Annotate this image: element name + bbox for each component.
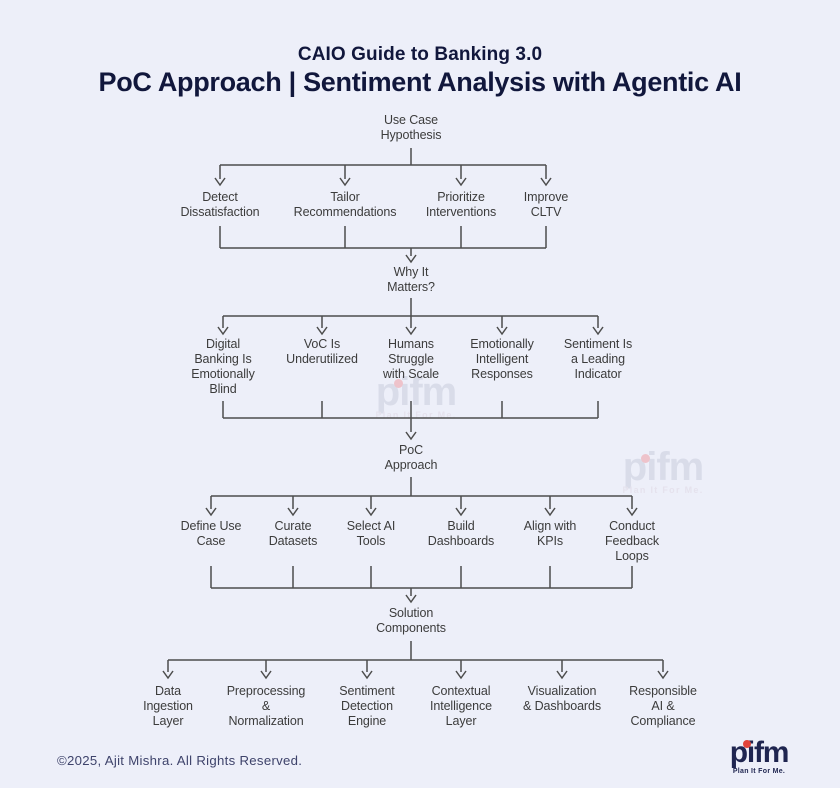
pifm-watermark: pifm Plan It For Me.	[370, 372, 462, 420]
copyright-text: ©2025, Ajit Mishra. All Rights Reserved.	[57, 753, 303, 768]
node-sentiment-detection-engine: Sentiment Detection Engine	[339, 684, 395, 728]
document-title: PoC Approach | Sentiment Analysis with A…	[98, 67, 742, 97]
connector-lines-level-2	[222, 298, 599, 432]
node-digital-banking-emotionally-blind: Digital Banking Is Emotionally Blind	[191, 337, 255, 396]
node-responsible-ai-compliance: Responsible AI & Compliance	[629, 684, 697, 728]
node-tailor-recommendations: Tailor Recommendations	[293, 190, 397, 219]
connector-arrowheads-level-4	[162, 670, 669, 680]
connector-lines-level-4	[167, 641, 664, 672]
pifm-logo: pifm Plan It For Me.	[726, 737, 792, 783]
node-emotionally-intelligent-responses: Emotionally Intelligent Responses	[470, 337, 534, 381]
node-visualization-dashboards: Visualization & Dashboards	[522, 684, 601, 713]
pifm-watermark: pifm Plan It For Me.	[617, 447, 709, 495]
connector-lines-level-3	[210, 477, 633, 596]
pifm-watermark-dot-icon	[641, 454, 650, 463]
node-sentiment-leading-indicator: Sentiment Is a Leading Indicator	[563, 337, 633, 381]
node-conduct-feedback-loops: Conduct Feedback Loops	[604, 519, 660, 563]
node-poc-approach: PoC Approach	[384, 443, 438, 472]
pifm-logo-text: pifm	[729, 736, 790, 769]
connector-arrowheads-level-2	[217, 326, 604, 441]
node-voc-underutilized: VoC Is Underutilized	[286, 337, 358, 366]
node-humans-struggle-with-scale: Humans Struggle with Scale	[383, 337, 439, 381]
connector-arrowheads-level-3	[205, 507, 638, 604]
node-why-it-matters: Why It Matters?	[387, 265, 435, 294]
node-preprocessing-normalization: Preprocessing & Normalization	[226, 684, 306, 728]
pifm-logo-dot-icon	[743, 740, 751, 748]
node-select-ai-tools: Select AI Tools	[346, 519, 396, 548]
pifm-watermark-tagline: Plan It For Me.	[375, 410, 457, 420]
node-improve-cltv: Improve CLTV	[523, 190, 569, 219]
node-prioritize-interventions: Prioritize Interventions	[425, 190, 497, 219]
node-detect-dissatisfaction: Detect Dissatisfaction	[180, 190, 260, 219]
node-define-use-case: Define Use Case	[180, 519, 242, 548]
node-curate-datasets: Curate Datasets	[268, 519, 318, 548]
document-subtitle: CAIO Guide to Banking 3.0	[297, 44, 543, 65]
node-align-with-kpis: Align with KPIs	[523, 519, 577, 548]
node-contextual-intelligence-layer: Contextual Intelligence Layer	[429, 684, 493, 728]
connector-lines-level-1	[219, 148, 547, 256]
pifm-watermark-text: pifm	[622, 445, 704, 489]
pifm-watermark-text: pifm	[375, 370, 457, 414]
node-solution-components: Solution Components	[376, 606, 446, 635]
connector-arrowheads-level-1	[214, 177, 552, 264]
pifm-logo-tagline: Plan It For Me.	[732, 768, 786, 775]
node-data-ingestion-layer: Data Ingestion Layer	[143, 684, 193, 728]
pifm-watermark-tagline: Plan It For Me.	[622, 485, 704, 495]
pifm-watermark-dot-icon	[394, 379, 403, 388]
node-use-case-hypothesis: Use Case Hypothesis	[380, 113, 442, 142]
node-build-dashboards: Build Dashboards	[427, 519, 495, 548]
